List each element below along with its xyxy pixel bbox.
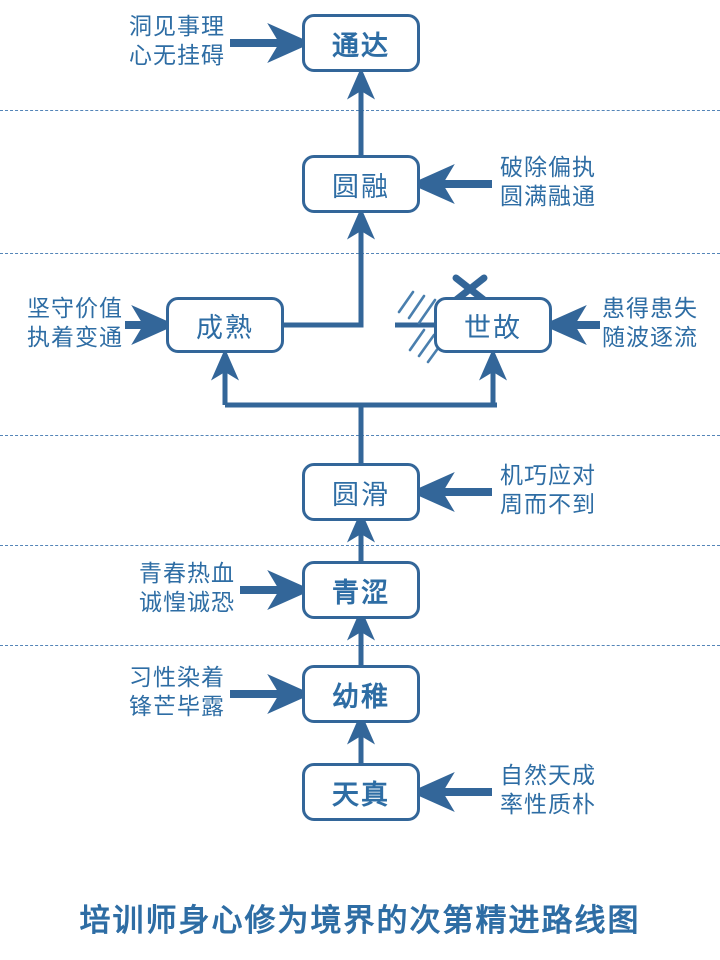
annotation-youzhi-line2: 锋芒毕露 — [129, 693, 225, 720]
annotation-qingse: 青春热血 诚惶诚恐 — [40, 559, 235, 618]
annotation-shigu-line1: 患得患失 — [602, 295, 698, 321]
cross-hatch-icon — [397, 290, 446, 364]
annotation-shigu: 患得患失 随波逐流 — [602, 294, 717, 353]
flow-chengshu-to-yuanrong — [284, 207, 376, 328]
annotation-yuanhua: 机巧应对 周而不到 — [500, 461, 700, 520]
diagram-title: 培训师身心修为境界的次第精进路线图 — [79, 903, 641, 938]
annotation-tianzhen-line1: 自然天成 — [500, 762, 596, 788]
annotation-tongda-line1: 洞见事理 — [129, 13, 225, 39]
annotation-yuanrong-line1: 破除偏执 — [500, 154, 596, 180]
annotation-yuanhua-line1: 机巧应对 — [500, 462, 596, 488]
annotation-youzhi: 习性染着 锋芒毕露 — [30, 663, 225, 722]
node-chengshu[interactable]: 成熟 — [166, 297, 284, 353]
annotation-chengshu-line2: 执着变通 — [27, 324, 123, 351]
annotation-shigu-line2: 随波逐流 — [602, 324, 698, 351]
node-shigu[interactable]: 世故 — [434, 297, 552, 353]
annotation-qingse-line2: 诚惶诚恐 — [139, 589, 235, 616]
annotation-tongda: 洞见事理 心无挂碍 — [30, 12, 225, 71]
node-tongda[interactable]: 通达 — [302, 14, 420, 72]
annotation-chengshu-line1: 坚守价值 — [27, 295, 123, 321]
annotation-yuanrong-line2: 圆满融通 — [500, 183, 596, 210]
node-yuanhua[interactable]: 圆滑 — [302, 463, 420, 521]
node-tianzhen[interactable]: 天真 — [302, 763, 420, 821]
node-youzhi[interactable]: 幼稚 — [302, 665, 420, 723]
annotation-yuanrong: 破除偏执 圆满融通 — [500, 153, 700, 212]
annotation-chengshu: 坚守价值 执着变通 — [8, 294, 123, 353]
x-mark-icon — [452, 274, 488, 304]
annotation-yuanhua-line2: 周而不到 — [500, 491, 596, 518]
annotation-tianzhen: 自然天成 率性质朴 — [500, 761, 700, 820]
annotation-qingse-line1: 青春热血 — [139, 560, 235, 586]
node-qingse[interactable]: 青涩 — [302, 561, 420, 619]
annotation-tongda-line2: 心无挂碍 — [129, 42, 225, 69]
node-yuanrong[interactable]: 圆融 — [302, 155, 420, 213]
annotation-tianzhen-line2: 率性质朴 — [500, 791, 596, 818]
annotation-youzhi-line1: 习性染着 — [129, 664, 225, 690]
